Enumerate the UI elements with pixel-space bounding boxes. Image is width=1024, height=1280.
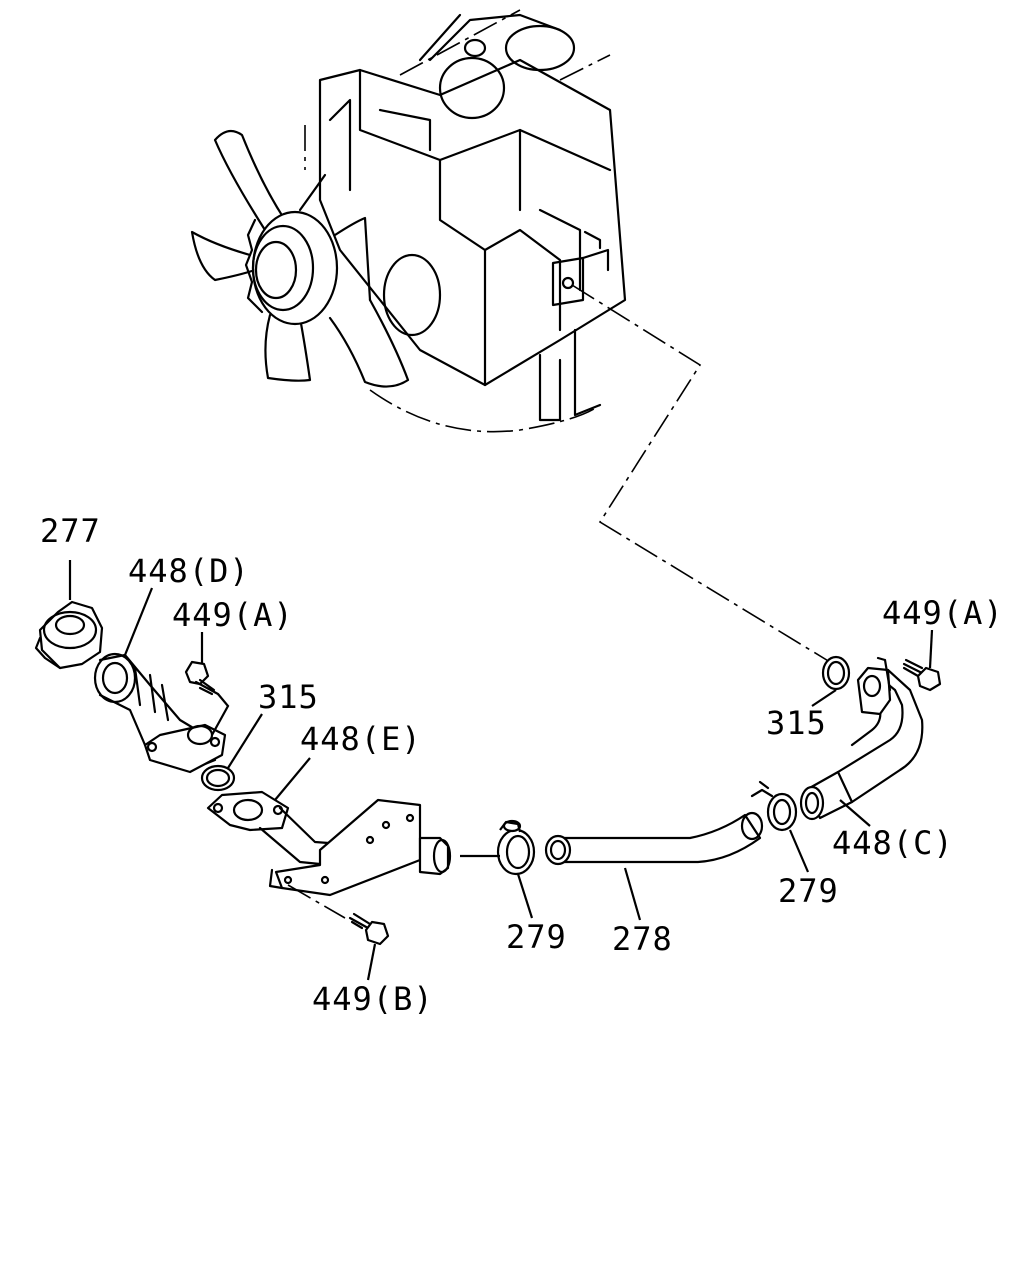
cooling-fan <box>190 129 410 388</box>
water-outlet-pipe <box>206 790 452 897</box>
filler-neck <box>93 652 227 774</box>
label-277: 277 <box>40 512 101 550</box>
label-315-left: 315 <box>258 678 319 716</box>
leader-315-left <box>227 713 263 769</box>
engine-block <box>304 9 627 433</box>
hose-clamp-left <box>496 819 536 876</box>
hose-clamp-right <box>750 780 798 832</box>
leader-315-right <box>811 689 837 707</box>
label-279-left: 279 <box>506 918 567 956</box>
label-315-right: 315 <box>766 704 827 742</box>
bolt-449b <box>348 912 390 946</box>
radiator-cap <box>34 600 104 670</box>
leader-449a-left-b <box>211 693 230 736</box>
label-449a-right: 449(A) <box>882 594 1004 632</box>
leader-448c <box>839 799 871 827</box>
leader-448e <box>274 757 311 801</box>
label-448e: 448(E) <box>300 720 422 758</box>
label-448d: 448(D) <box>128 552 250 590</box>
label-449b: 449(B) <box>312 980 434 1018</box>
leader-449b <box>366 943 377 981</box>
leader-279-left <box>516 873 534 919</box>
label-278: 278 <box>612 920 673 958</box>
leader-278 <box>623 867 642 921</box>
leader-279-right <box>788 829 810 873</box>
label-449a-left: 449(A) <box>172 596 294 634</box>
leader-448d <box>123 587 154 656</box>
label-448c: 448(C) <box>832 824 954 862</box>
label-279-right: 279 <box>778 872 839 910</box>
radiator-hose <box>544 811 764 866</box>
bolt-449b-axis <box>287 884 346 919</box>
assembly-leader-line <box>571 284 831 663</box>
bolt-449a-left <box>184 660 220 696</box>
bolt-449a-right <box>902 658 942 692</box>
leader-449a-right <box>928 629 934 669</box>
inlet-pipe <box>799 656 924 821</box>
